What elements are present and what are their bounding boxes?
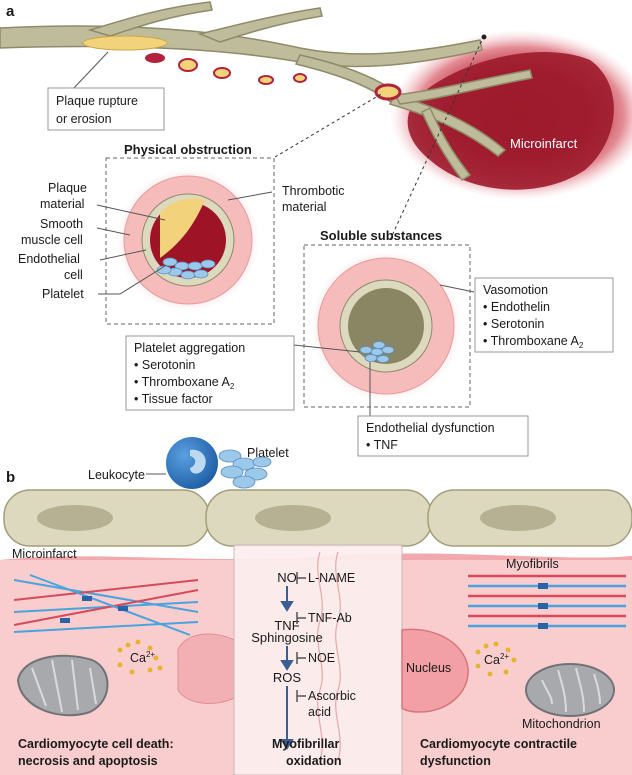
microinfarct-label-b: Microinfarct bbox=[12, 547, 77, 561]
inhibitor-ascorbic: Ascorbic bbox=[308, 689, 356, 703]
calcium-ions-right bbox=[475, 641, 517, 677]
ca-charge-right: 2+ bbox=[500, 652, 509, 661]
plaque-rupture-label-2: or erosion bbox=[56, 112, 112, 126]
panel-b-captions: Cardiomyocyte cell death: necrosis and a… bbox=[18, 737, 577, 768]
svg-text:• Tissue factor: • Tissue factor bbox=[134, 392, 213, 406]
svg-text:• Thromboxane A2: • Thromboxane A2 bbox=[134, 375, 235, 391]
fragmented-nucleus bbox=[177, 633, 235, 704]
endothelial-dysfunction-box: Endothelial dysfunction • TNF bbox=[357, 362, 529, 457]
ca-label-left: Ca bbox=[130, 651, 146, 665]
mitochondrion bbox=[525, 663, 615, 717]
pathway-arrows bbox=[280, 586, 294, 750]
vasomotion-subscript: 2 bbox=[579, 341, 584, 350]
zoom-guide-2 bbox=[389, 39, 483, 241]
vasomotion-item-2: Thromboxane A bbox=[491, 334, 580, 348]
thrombotic-label-2: material bbox=[282, 200, 326, 214]
vasomotion-heading: Vasomotion bbox=[483, 283, 548, 297]
platelet-label-b: Platelet bbox=[247, 446, 289, 460]
pathway-step-ros: ROS bbox=[273, 670, 302, 685]
endothelial-label-1: Endothelial bbox=[18, 252, 80, 266]
thrombotic-label-1: Thrombotic bbox=[282, 184, 345, 198]
panel-b-letter: b bbox=[6, 469, 15, 486]
pathway-step-sphingosine: Sphingosine bbox=[251, 630, 323, 645]
svg-text:• TNF: • TNF bbox=[366, 438, 398, 452]
calcium-ions-left bbox=[117, 639, 163, 675]
pathway-steps: NO TNF Sphingosine ROS bbox=[251, 570, 323, 685]
platelet-aggregation-heading: Platelet aggregation bbox=[134, 341, 245, 355]
svg-text:• Thromboxane A2: • Thromboxane A2 bbox=[483, 334, 584, 350]
zoom-guide-1 bbox=[274, 92, 384, 158]
physical-obstruction-box bbox=[105, 157, 275, 325]
svg-text:• Endothelin: • Endothelin bbox=[483, 300, 550, 314]
smooth-muscle-label-1: Smooth bbox=[40, 217, 83, 231]
leukocyte bbox=[166, 437, 218, 489]
panel-a-letter: a bbox=[6, 3, 15, 20]
svg-text:• Serotonin: • Serotonin bbox=[134, 358, 195, 372]
plaque-rupture-label-1: Plaque rupture bbox=[56, 94, 138, 108]
platelet-label-a: Platelet bbox=[42, 287, 84, 301]
caption-left-1: Cardiomyocyte cell death: bbox=[18, 737, 174, 751]
disrupted-myofibrils bbox=[13, 574, 199, 636]
vasomotion-item-1: Serotonin bbox=[491, 317, 545, 331]
platelet-aggregation-box: Platelet aggregation • Serotonin • Throm… bbox=[125, 335, 361, 411]
pathway-step-tnf: TNF bbox=[274, 618, 299, 633]
inhibitor-acid: acid bbox=[308, 705, 331, 719]
svg-text:• Serotonin: • Serotonin bbox=[483, 317, 544, 331]
nucleus bbox=[401, 628, 469, 713]
pathway-inhibitors bbox=[296, 572, 306, 702]
microinfarct-label: Microinfarct bbox=[510, 136, 578, 151]
inhibitor-labels: L-NAME TNF-Ab NOE Ascorbic acid bbox=[308, 571, 356, 719]
vasomotion-item-0: Endothelin bbox=[491, 300, 550, 314]
svg-text:Ca2+: Ca2+ bbox=[484, 652, 509, 667]
endothelial-layer bbox=[3, 489, 632, 547]
soluble-substances-title: Soluble substances bbox=[320, 228, 442, 243]
ca-label-right: Ca bbox=[484, 653, 500, 667]
inhibitor-tnf-ab: TNF-Ab bbox=[308, 611, 352, 625]
leukocyte-label: Leukocyte bbox=[88, 468, 145, 482]
svg-text:Ca2+: Ca2+ bbox=[130, 650, 155, 665]
endothelial-label-2: cell bbox=[64, 268, 83, 282]
caption-center-2: oxidation bbox=[286, 754, 342, 768]
platelet-aggregation-subscript: 2 bbox=[230, 382, 235, 391]
caption-right-2: dysfunction bbox=[420, 754, 491, 768]
physical-obstruction-labels: Plaque material Smooth muscle cell Endot… bbox=[18, 181, 345, 301]
pathway-panel bbox=[233, 544, 403, 775]
soluble-substances-box bbox=[303, 244, 471, 408]
nucleus-label: Nucleus bbox=[406, 661, 451, 675]
physical-obstruction-title: Physical obstruction bbox=[124, 142, 252, 157]
platelet-aggregation-item-2: Tissue factor bbox=[142, 392, 213, 406]
caption-left-2: necrosis and apoptosis bbox=[18, 754, 158, 768]
vasomotion-box: Vasomotion • Endothelin • Serotonin • Th… bbox=[439, 277, 614, 353]
plaque-rupture-callout: Plaque rupture or erosion bbox=[47, 51, 165, 131]
platelet-aggregation-item-1: Thromboxane A bbox=[142, 375, 231, 389]
ca-charge-left: 2+ bbox=[146, 650, 155, 659]
smooth-muscle-label-2: muscle cell bbox=[21, 233, 83, 247]
plaque-label-1: Plaque bbox=[48, 181, 87, 195]
caption-right-1: Cardiomyocyte contractile bbox=[420, 737, 577, 751]
constricted-vessel-cross-section bbox=[310, 250, 462, 402]
myofibrils-label: Myofibrils bbox=[506, 557, 559, 571]
endothelial-dysfunction-heading: Endothelial dysfunction bbox=[366, 421, 495, 435]
damaged-mitochondrion bbox=[16, 654, 109, 717]
caption-center-1: Myofibrillar bbox=[272, 737, 340, 751]
inhibitor-noe: NOE bbox=[308, 651, 335, 665]
endothelial-dysfunction-item-0: TNF bbox=[374, 438, 399, 452]
platelet-aggregation-item-0: Serotonin bbox=[142, 358, 196, 372]
occluded-vessel-cross-section bbox=[116, 168, 260, 312]
mitochondrion-label: Mitochondrion bbox=[522, 717, 601, 731]
platelet-cluster bbox=[218, 449, 272, 489]
vessel-plaques bbox=[82, 34, 487, 101]
plaque-label-2: material bbox=[40, 197, 84, 211]
pathway-step-no: NO bbox=[277, 570, 297, 585]
inhibitor-l-name: L-NAME bbox=[308, 571, 355, 585]
ordered-myofibrils bbox=[468, 574, 626, 629]
